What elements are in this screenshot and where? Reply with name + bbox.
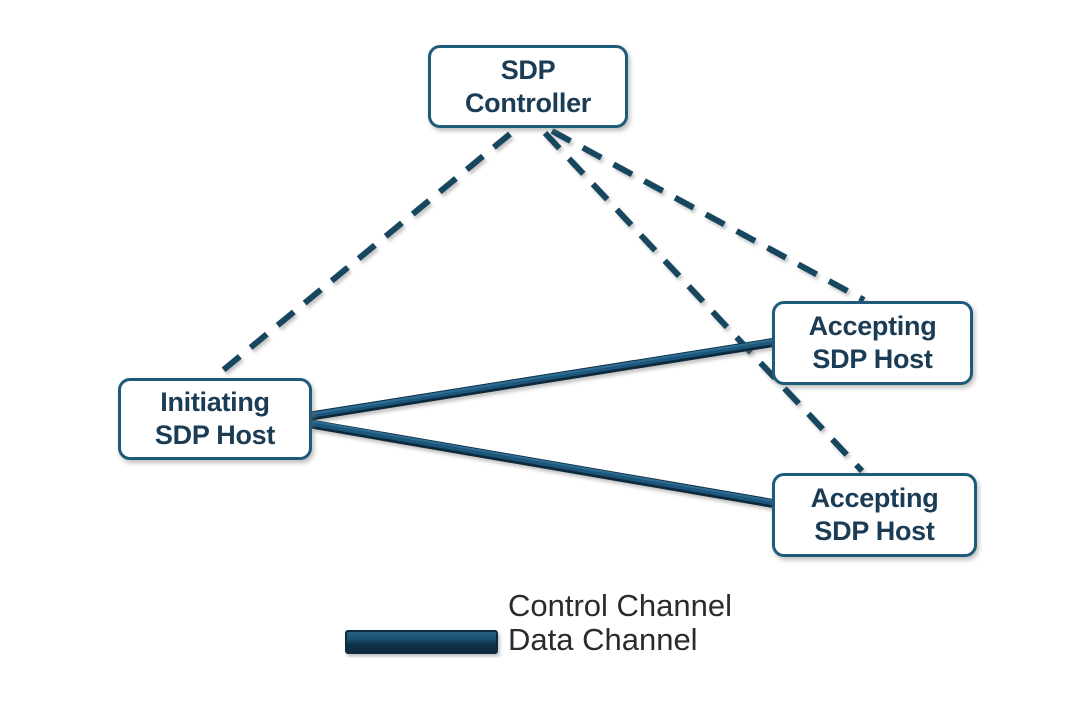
node-label-line: SDP Host [814,516,935,546]
node-accepting-sdp-host-top: Accepting SDP Host [772,301,973,385]
node-initiating-sdp-host: Initiating SDP Host [118,378,312,460]
control-line-controller-to-accepting-host-bottom [542,130,865,474]
node-label-line: Accepting [810,483,939,513]
node-label-line: Initiating [160,387,270,417]
node-sdp-controller: SDP Controller [428,45,628,128]
data-channel-lines-group [310,337,777,509]
node-label-line: SDP Host [812,344,933,374]
node-label-line: SDP [500,54,556,85]
node-accepting-sdp-host-bottom: Accepting SDP Host [772,473,977,557]
legend-control-channel-label: Control Channel [508,588,733,623]
data-line-initiating-to-accepting-host-bottom [310,419,777,509]
node-label-line: Accepting [808,311,937,341]
node-label-line: Controller [464,87,591,118]
control-line-controller-to-accepting-host-top [550,128,866,303]
data-line-initiating-to-accepting-host-top [310,337,777,421]
legend-swatches [345,599,498,654]
control-line-controller-to-initiating-host [214,131,512,379]
control-channel-lines-group [214,128,866,474]
legend-data-channel-swatch [345,630,498,654]
legend-data-channel-label: Data Channel [508,622,698,657]
node-label-line: SDP Host [154,420,276,450]
